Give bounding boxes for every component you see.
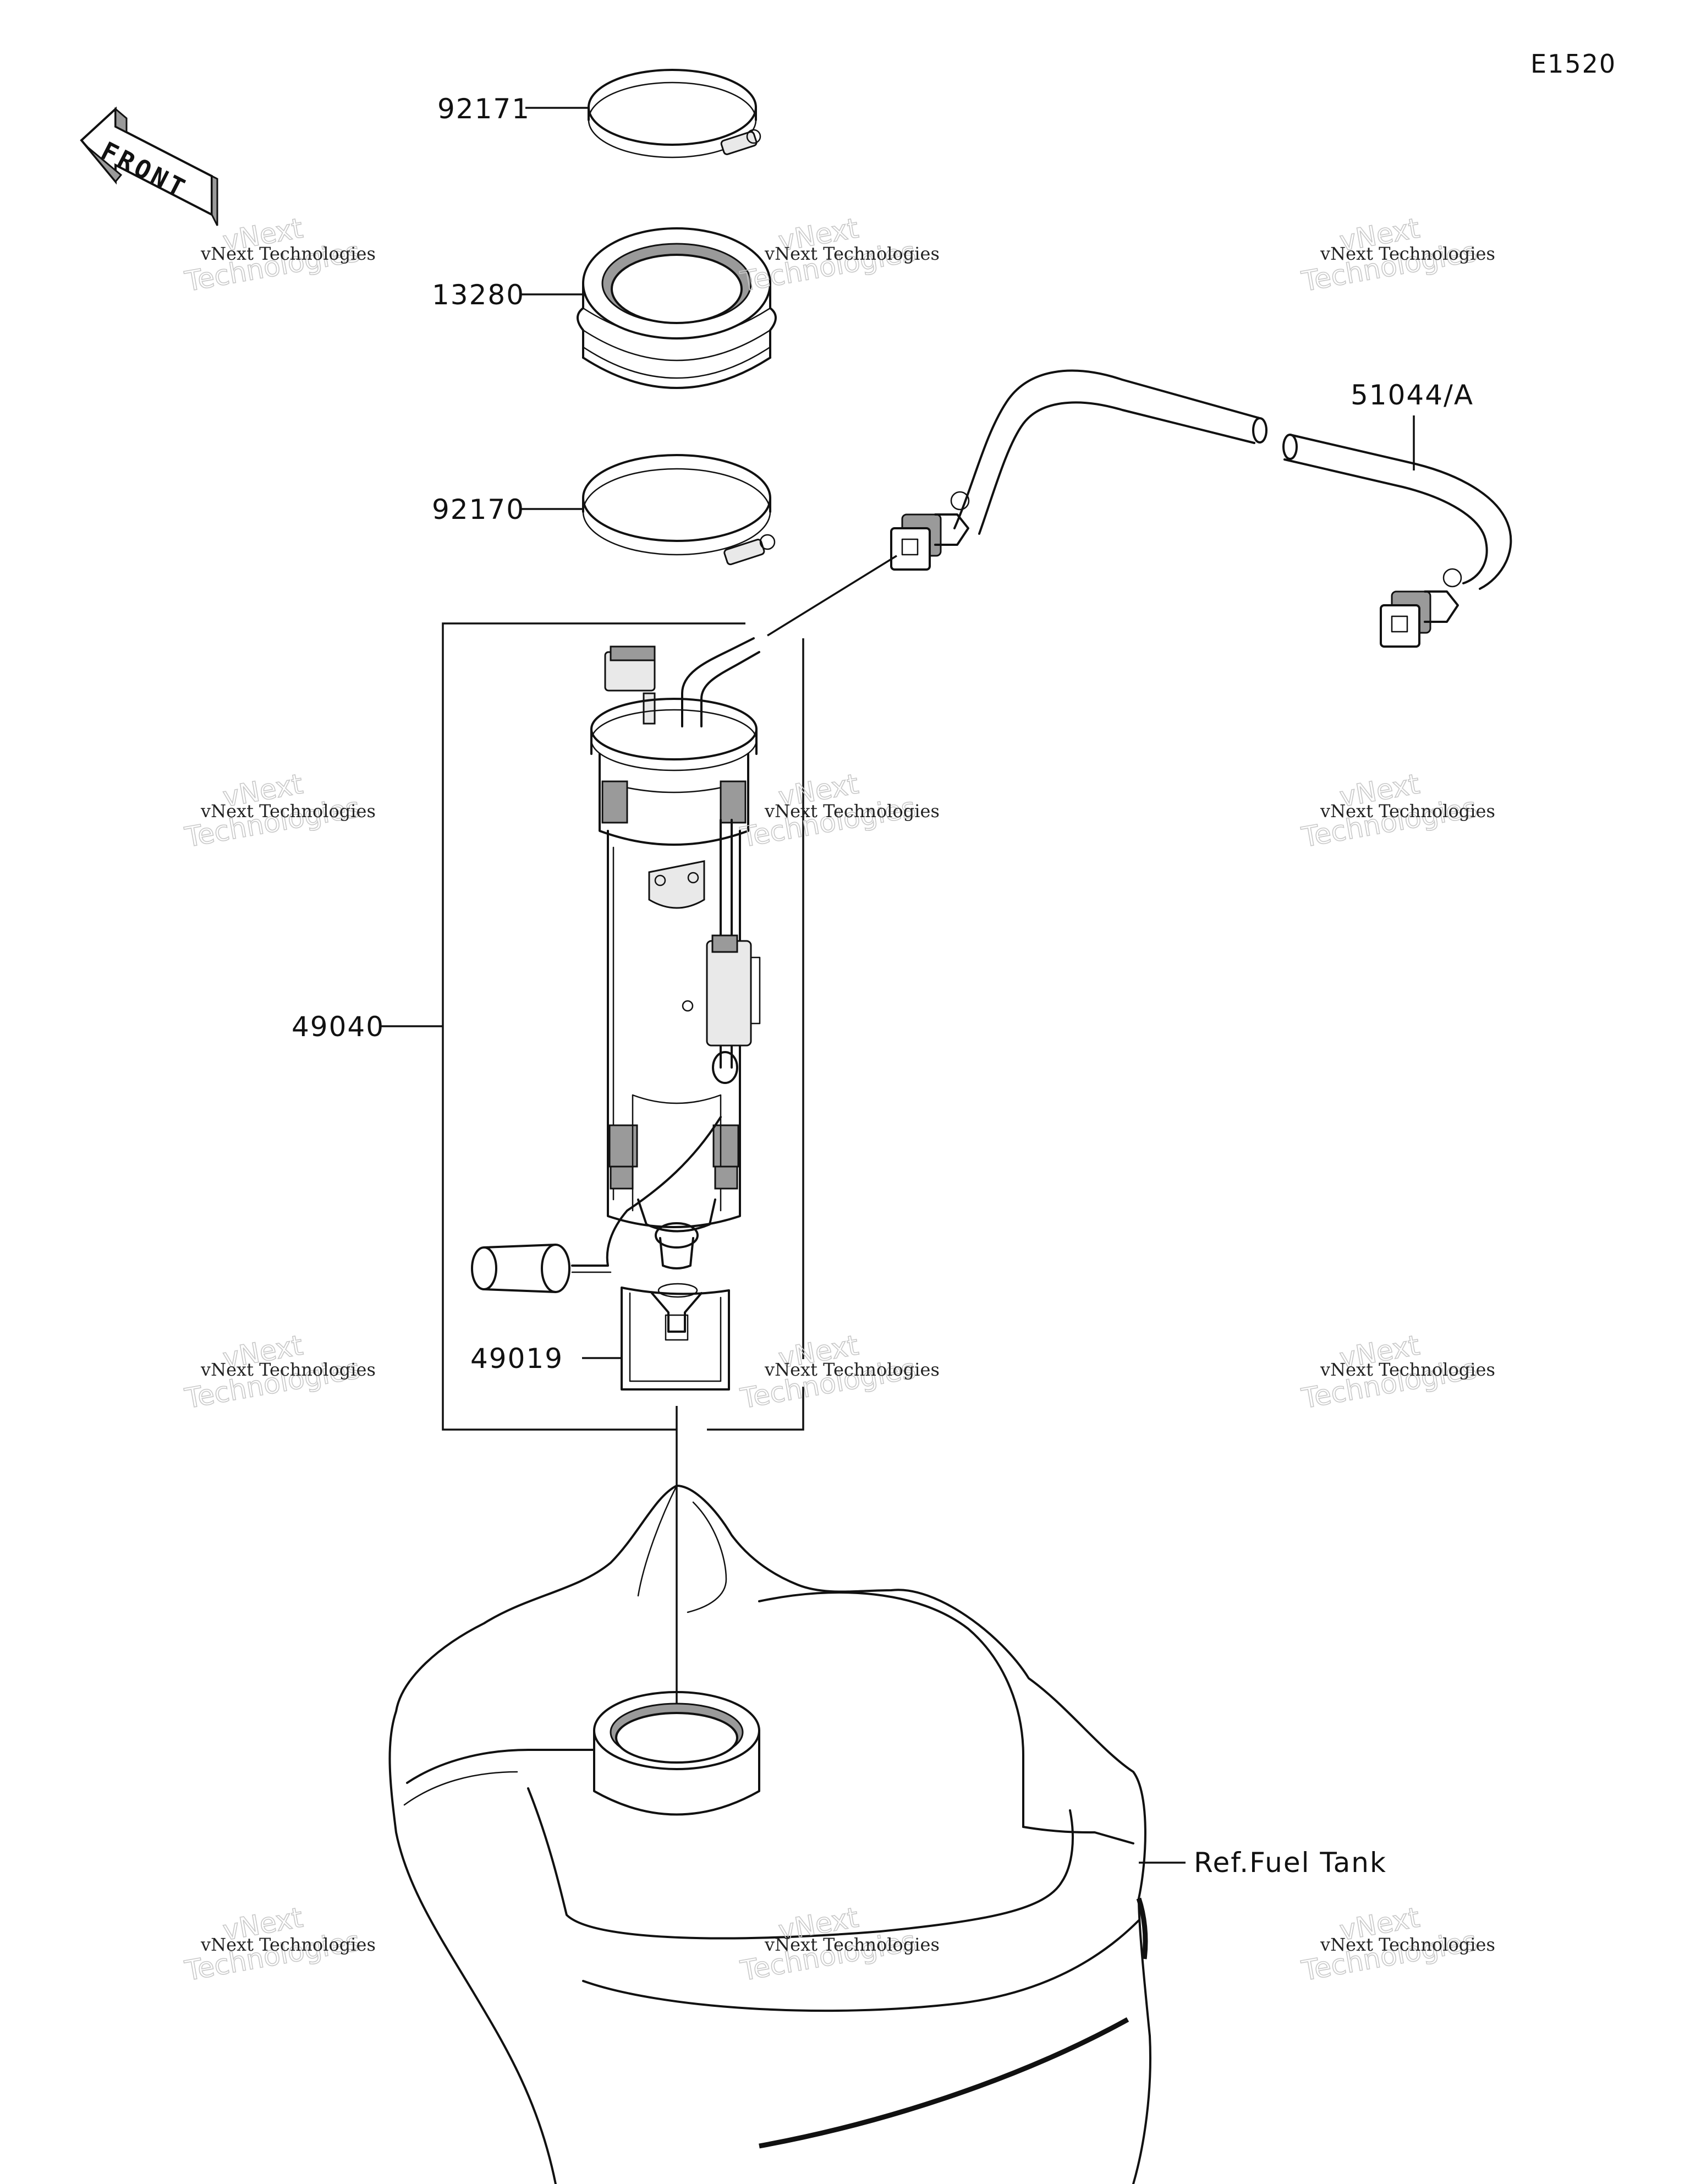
svg-text:vNext Technologies: vNext Technologies <box>200 1934 376 1955</box>
grommet-13280 <box>577 227 777 389</box>
svg-text:vNext Technologies: vNext Technologies <box>200 243 376 264</box>
callout-13280: 13280 <box>432 279 525 311</box>
clamp-92170 <box>582 454 776 566</box>
callout-49019: 49019 <box>470 1343 563 1375</box>
svg-text:vNext Technologies: vNext Technologies <box>200 801 376 822</box>
svg-text:vNext Technologies: vNext Technologies <box>200 1359 376 1380</box>
svg-text:vNext Technologies: vNext Technologies <box>764 1359 940 1380</box>
callout-49040: 49040 <box>292 1011 385 1043</box>
clamp-92171 <box>588 69 761 158</box>
svg-text:vNext Technologies: vNext Technologies <box>1320 801 1495 822</box>
watermark-grid: vNext Technologies vNext Technologies vN… <box>182 212 1495 1988</box>
filter-49019 <box>621 1283 730 1391</box>
callout-92170: 92170 <box>432 494 525 526</box>
svg-text:vNext Technologies: vNext Technologies <box>1320 1359 1495 1380</box>
fuel-hose-51044a <box>890 369 1512 648</box>
callout-ref-fuel-tank: Ref.Fuel Tank <box>1194 1847 1387 1879</box>
fuel-tank <box>388 1485 1151 2184</box>
svg-text:vNext Technologies: vNext Technologies <box>764 243 940 264</box>
callout-92171: 92171 <box>437 93 530 125</box>
diagram-code: E1520 <box>1530 49 1616 79</box>
front-arrow-icon: FRONT <box>80 106 218 226</box>
svg-text:vNext Technologies: vNext Technologies <box>1320 243 1495 264</box>
svg-text:vNext Technologies: vNext Technologies <box>1320 1934 1495 1955</box>
fuel-pump-49040 <box>471 637 761 1293</box>
svg-text:vNext Technologies: vNext Technologies <box>764 1934 940 1955</box>
callout-51044a: 51044/A <box>1351 379 1474 411</box>
svg-text:vNext Technologies: vNext Technologies <box>764 801 940 822</box>
